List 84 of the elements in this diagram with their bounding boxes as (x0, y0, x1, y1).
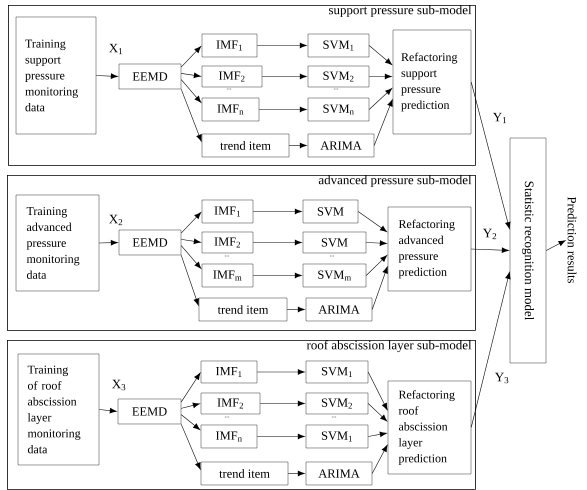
process-box: Training advanced pressure monitoring data (16, 194, 100, 292)
arrow (180, 79, 202, 103)
edge-label: Y$_{1}$ (492, 112, 508, 124)
arrow (98, 408, 117, 414)
edge-label: X$_{3}$ (110, 378, 128, 392)
arrow (180, 72, 201, 78)
arrow (252, 208, 302, 214)
edge-label: X$_{1}$ (108, 42, 124, 56)
process-box: IMF$_{1}$ (202, 34, 258, 58)
arrow (180, 254, 199, 306)
arrow (180, 245, 202, 269)
arrow (368, 45, 392, 65)
process-box: Refactoring advanced pressure prediction (388, 206, 472, 292)
arrow (374, 99, 393, 146)
arrow (358, 211, 388, 232)
arrow (368, 88, 392, 110)
arrow (372, 444, 388, 474)
arrow (180, 414, 200, 430)
output-text: Prediction results (568, 196, 576, 283)
process-box: SVM$_{1}$ (308, 34, 370, 58)
process-box: SVM$_{2}$ (308, 66, 370, 88)
arrow (470, 247, 509, 253)
arrow (252, 240, 302, 246)
process-box: trend item (200, 462, 288, 486)
arrow (470, 82, 511, 230)
arrow (256, 369, 305, 375)
process-box: SVM$_{1}$ (306, 360, 368, 384)
process-box: trend item (198, 298, 288, 322)
process-box: EEMD (118, 230, 182, 256)
arrow (546, 240, 566, 251)
arrow (180, 212, 202, 234)
arrow (286, 306, 305, 312)
edge-label: Y$_{3}$ (494, 372, 510, 384)
process-box: trend item (202, 134, 290, 158)
process-box: EEMD (118, 398, 182, 424)
process-box: SVM$_{n}$ (308, 98, 370, 122)
edge-label: Y$_{2}$ (482, 228, 498, 240)
arrow (258, 106, 307, 112)
arrow (368, 74, 392, 80)
model-box: Statistic recognition model (510, 138, 546, 364)
process-box: IMF$_{2}$ (202, 66, 262, 88)
process-box: SVM (302, 200, 358, 224)
arrow (256, 42, 307, 48)
process-box: ARIMA (306, 462, 372, 486)
process-box: SVM$_{m}$ (302, 264, 366, 288)
arrow (180, 424, 201, 470)
arrow (368, 403, 388, 422)
arrow (262, 74, 307, 80)
arrow (256, 434, 305, 440)
arrow (98, 240, 118, 246)
process-box: IMF$_{n}$ (200, 424, 258, 448)
arrow (366, 240, 387, 246)
process-box: IMF$_{1}$ (202, 200, 254, 224)
process-box: SVM (302, 232, 366, 254)
process-box: Refactoring roof abscission layer prediction (388, 380, 472, 474)
process-box: SVM$_{1}$ (306, 424, 368, 448)
arrow (180, 402, 200, 409)
arrow (288, 142, 307, 148)
arrow (366, 255, 388, 276)
arrow (470, 272, 511, 428)
process-box: ARIMA (308, 134, 374, 158)
arrow (180, 238, 201, 244)
process-box: Refactoring support pressure prediction (392, 30, 472, 134)
process-box: IMF$_{m}$ (202, 264, 254, 288)
arrow (96, 73, 118, 79)
arrow (180, 372, 200, 402)
arrow (368, 432, 387, 438)
process-box: IMF$_{2}$ (200, 392, 260, 414)
process-box: IMF$_{n}$ (202, 98, 260, 122)
process-box: IMF$_{1}$ (200, 360, 258, 384)
arrow (288, 470, 305, 476)
edge-label: X$_{2}$ (108, 214, 124, 226)
arrow (252, 272, 302, 278)
arrow (260, 400, 305, 406)
process-box: EEMD (118, 64, 182, 90)
process-box: ARIMA (306, 298, 372, 322)
arrow (180, 46, 202, 68)
process-box: SVM$_{2}$ (306, 392, 368, 414)
process-box: IMF$_{2}$ (202, 232, 254, 254)
arrow (180, 88, 202, 142)
process-box: Training support pressure monitoring data (16, 16, 96, 134)
arrow (372, 266, 388, 310)
arrow (368, 372, 388, 410)
process-box: Training of roof abscission layer monitoring data (18, 354, 100, 466)
